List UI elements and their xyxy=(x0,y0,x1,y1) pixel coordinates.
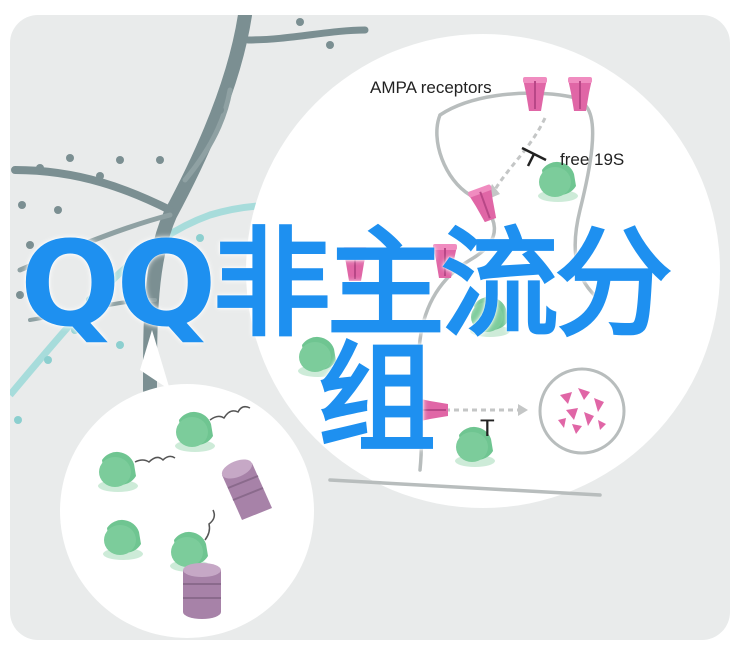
neuron-spines xyxy=(16,18,334,299)
synapse-membrane xyxy=(328,91,602,497)
degraded-fragments xyxy=(558,388,606,434)
neuron-branch-mid xyxy=(17,212,173,273)
neuron-branch-right xyxy=(182,87,233,183)
neuron-branch-left xyxy=(11,166,174,214)
t-mark-label: T xyxy=(480,415,495,442)
overlay-title-line-2: 组 xyxy=(318,330,437,468)
ubiquitin-cylinder xyxy=(183,563,221,619)
neuron-branch-top xyxy=(244,26,369,44)
ampa-receptors-label: AMPA receptors xyxy=(370,78,492,97)
arrowhead-2 xyxy=(518,404,528,416)
overlay-title-line-1: QQ非主流分 xyxy=(20,215,673,353)
ubiquitin-cylinder xyxy=(221,459,272,520)
inhibition-mark xyxy=(521,146,547,167)
teal-neurite-dots xyxy=(14,234,204,424)
free-19s-label: free 19S xyxy=(560,150,625,169)
ubiquitin-chains xyxy=(134,405,251,541)
dashed-arrows xyxy=(445,117,547,412)
degradation-circle xyxy=(538,367,626,455)
detail-circle-small-pointer xyxy=(140,330,170,390)
detail-circle-small xyxy=(60,384,314,638)
neuron-branch-lower xyxy=(28,298,157,322)
